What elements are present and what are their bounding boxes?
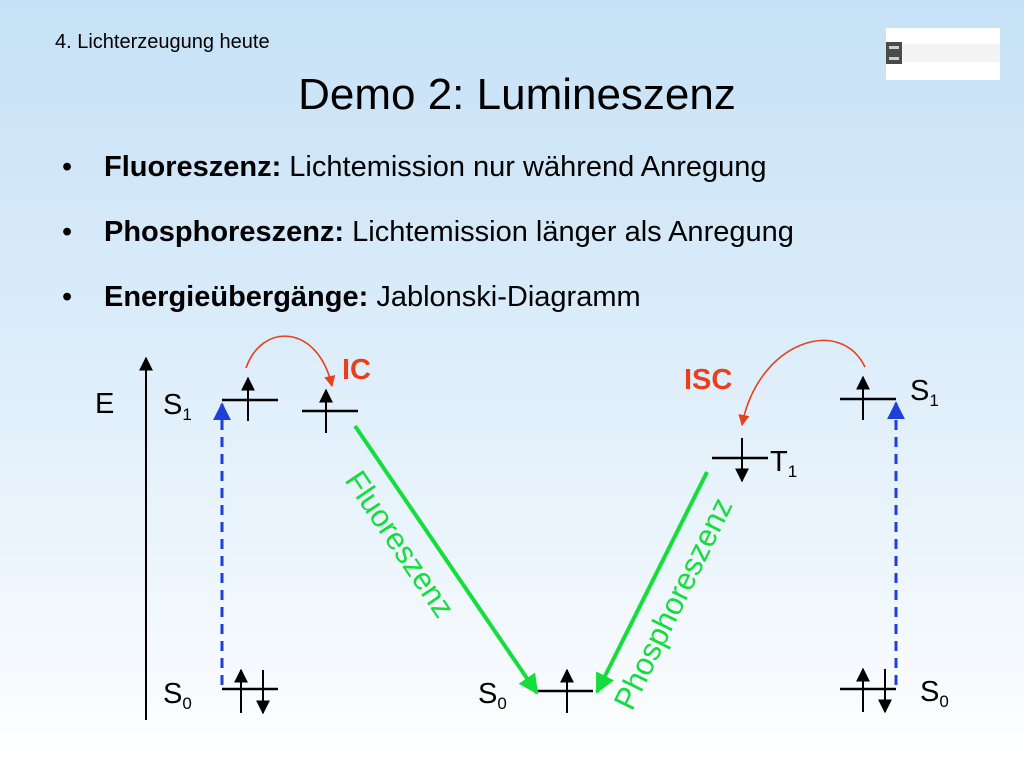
slide-title: Demo 2: Lumineszenz bbox=[298, 70, 736, 119]
bullet-phosphoreszenz: •Phosphoreszenz: Lichtemission länger al… bbox=[62, 216, 794, 248]
phosphorescence-label: Phosphoreszenz bbox=[607, 492, 740, 715]
isc-label: ISC bbox=[684, 364, 732, 396]
fluorescence-arrow bbox=[353, 424, 539, 695]
bullet-energieuebergaenge: •Energieübergänge: Jablonski-Diagramm bbox=[62, 281, 641, 313]
label-s0-center: S0 bbox=[478, 678, 507, 713]
bullet-list: •Fluoreszenz: Lichtemission nur während … bbox=[62, 146, 794, 341]
isc-arrow bbox=[738, 339, 866, 427]
ic-label: IC bbox=[342, 354, 371, 386]
label-s0-left: S0 bbox=[163, 678, 192, 713]
fluorescence-label: Fluoreszenz bbox=[338, 464, 461, 624]
phosphorescence-arrow bbox=[595, 471, 709, 694]
label-s1-right: S1 bbox=[910, 375, 939, 410]
label-t1: T1 bbox=[770, 446, 797, 481]
energy-axis-label: E bbox=[95, 388, 114, 420]
label-s0-right: S0 bbox=[920, 676, 949, 711]
section-label: 4. Lichterzeugung heute bbox=[55, 31, 270, 53]
ic-arrow bbox=[245, 335, 336, 388]
label-s1-left: S1 bbox=[163, 389, 192, 424]
fluorescent-tube-image bbox=[886, 28, 1000, 80]
bullet-fluoreszenz: •Fluoreszenz: Lichtemission nur während … bbox=[62, 151, 767, 183]
